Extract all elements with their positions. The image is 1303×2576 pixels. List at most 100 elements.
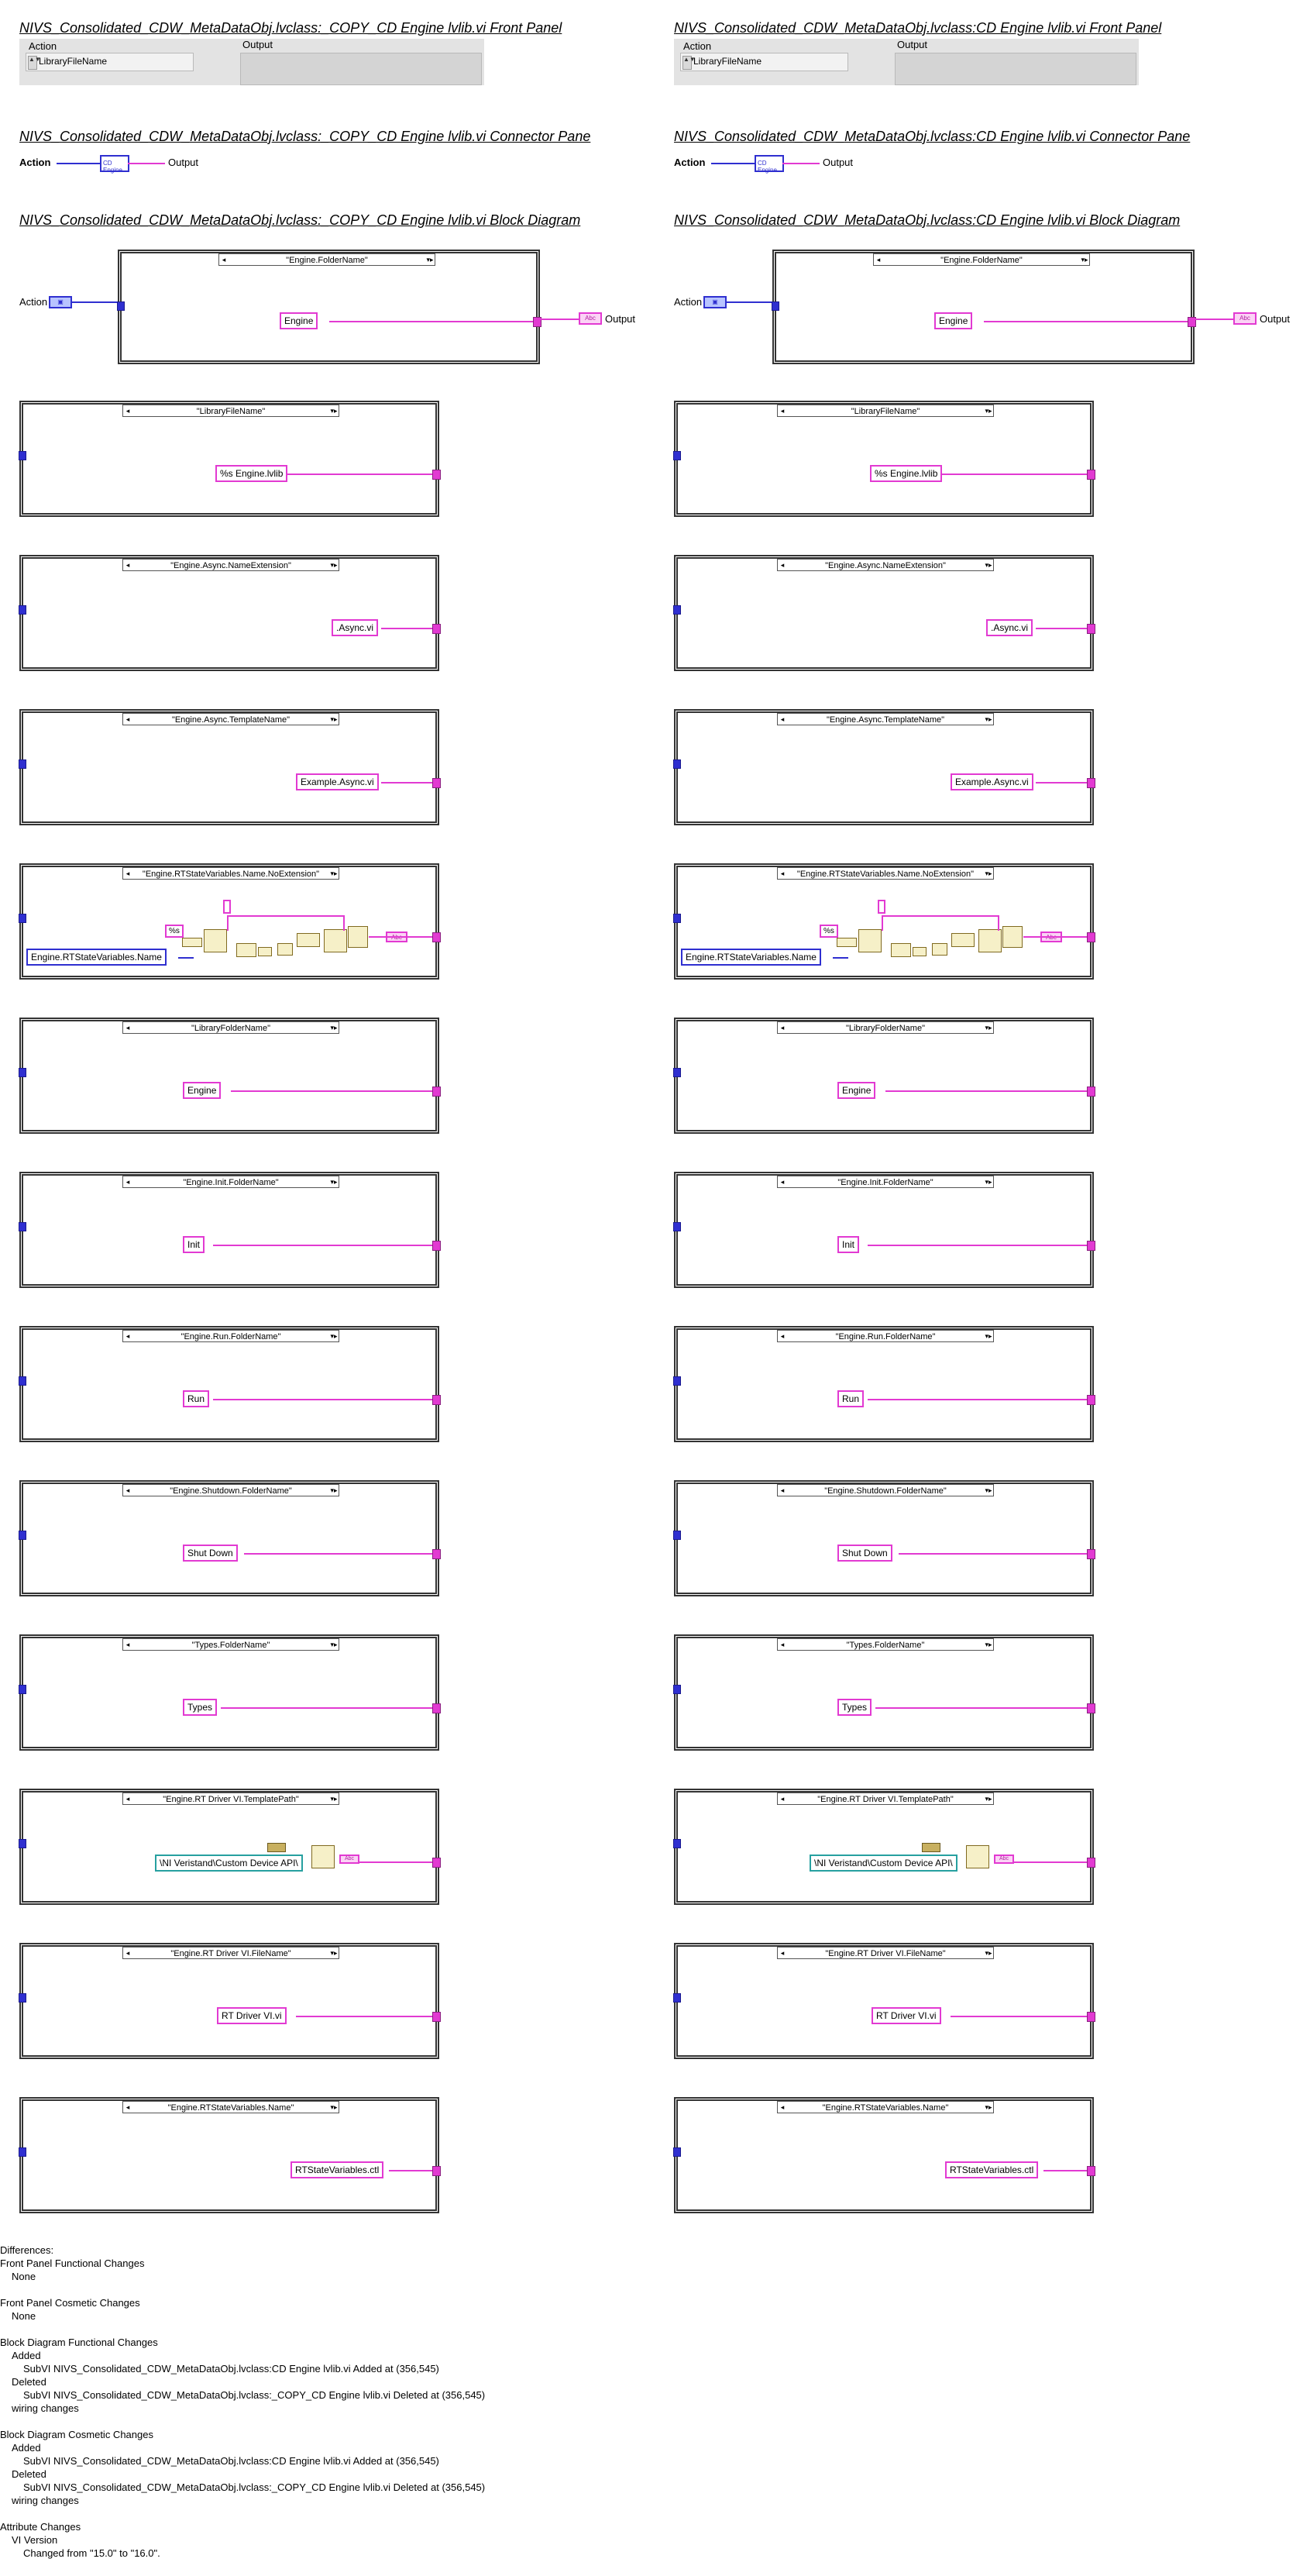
- string-constant[interactable]: Engine: [280, 312, 318, 329]
- string-constant[interactable]: Init: [837, 1236, 860, 1253]
- case-structure[interactable]: ◂"Engine.Async.TemplateName"▾▸ Example.A…: [19, 709, 441, 825]
- string-constant[interactable]: .Async.vi: [332, 619, 379, 636]
- case-prev-icon[interactable]: ◂: [780, 561, 785, 569]
- case-prev-icon[interactable]: ◂: [222, 256, 226, 263]
- case-next-icon[interactable]: ▾▸: [330, 715, 338, 723]
- select-node[interactable]: [348, 926, 368, 948]
- case-next-icon[interactable]: ▾▸: [985, 1949, 992, 1957]
- case-structure[interactable]: ◂"Types.FolderName"▾▸ Types: [19, 1634, 441, 1751]
- case-next-icon[interactable]: ▾▸: [985, 715, 992, 723]
- case-structure[interactable]: ◂ "Engine.FolderName" ▾▸ Engine: [117, 250, 541, 364]
- case-selector[interactable]: ◂"LibraryFolderName"▾▸: [777, 1021, 994, 1034]
- bd-cosmetic-added-item[interactable]: SubVI NIVS_Consolidated_CDW_MetaDataObj.…: [23, 2455, 439, 2467]
- case-selector[interactable]: ◂"Types.FolderName"▾▸: [777, 1638, 994, 1651]
- case-next-icon[interactable]: ▾▸: [985, 1795, 992, 1803]
- case-next-icon[interactable]: ▾▸: [985, 561, 992, 569]
- case-next-icon[interactable]: ▾▸: [330, 870, 338, 877]
- case-structure[interactable]: ◂"LibraryFileName"▾▸ %s Engine.lvlib: [19, 401, 441, 517]
- case-structure[interactable]: ◂"Engine.RT Driver VI.FileName"▾▸ RT Dri…: [673, 1943, 1095, 2059]
- subvi-node[interactable]: [324, 929, 347, 952]
- compare-node[interactable]: [277, 943, 293, 956]
- case-next-icon[interactable]: ▾▸: [985, 1178, 992, 1186]
- case-prev-icon[interactable]: ◂: [125, 1332, 130, 1340]
- select-node[interactable]: [1002, 926, 1023, 948]
- case-structure[interactable]: ◂"Types.FolderName"▾▸ Types: [673, 1634, 1095, 1751]
- subvi-node[interactable]: [236, 943, 256, 957]
- case-selector[interactable]: ◂"LibraryFileName"▾▸: [122, 405, 339, 417]
- subvi-node[interactable]: [913, 947, 927, 956]
- case-prev-icon[interactable]: ◂: [125, 1641, 130, 1648]
- case-selector[interactable]: ◂"Engine.Run.FolderName"▾▸: [777, 1330, 994, 1342]
- case-prev-icon[interactable]: ◂: [780, 1024, 785, 1031]
- case-prev-icon[interactable]: ◂: [125, 715, 130, 723]
- subvi-node[interactable]: [297, 933, 320, 947]
- action-enum-control[interactable]: ▲▼ LibraryFileName: [26, 53, 194, 71]
- case-prev-icon[interactable]: ◂: [125, 1486, 130, 1494]
- case-structure[interactable]: ◂"Engine.Shutdown.FolderName"▾▸ Shut Dow…: [19, 1480, 441, 1596]
- case-prev-icon[interactable]: ◂: [780, 1332, 785, 1340]
- app-dir-node[interactable]: [267, 1843, 286, 1852]
- path-to-string-indicator[interactable]: Abc: [994, 1855, 1014, 1864]
- output-string-indicator[interactable]: [895, 53, 1136, 85]
- string-constant[interactable]: Example.Async.vi: [296, 773, 379, 790]
- case-prev-icon[interactable]: ◂: [780, 870, 785, 877]
- case-prev-icon[interactable]: ◂: [125, 1949, 130, 1957]
- string-constant[interactable]: Engine: [183, 1082, 222, 1099]
- bd-cosmetic-deleted-item[interactable]: SubVI NIVS_Consolidated_CDW_MetaDataObj.…: [23, 2481, 486, 2493]
- case-prev-icon[interactable]: ◂: [876, 256, 881, 263]
- action-terminal[interactable]: ▣: [703, 296, 727, 308]
- case-structure[interactable]: ◂"Engine.RT Driver VI.TemplatePath"▾▸ \N…: [19, 1789, 441, 1905]
- case-selector[interactable]: ◂"Engine.RTStateVariables.Name.NoExtensi…: [777, 867, 994, 880]
- case-selector[interactable]: ◂"Engine.Async.TemplateName"▾▸: [777, 713, 994, 725]
- case-prev-icon[interactable]: ◂: [780, 1641, 785, 1648]
- string-constant[interactable]: [878, 900, 885, 914]
- enum-increment-icon[interactable]: ▲▼: [28, 56, 41, 70]
- path-constant[interactable]: \NI Veristand\Custom Device API\: [155, 1855, 303, 1872]
- output-string-indicator[interactable]: [240, 53, 482, 85]
- case-structure[interactable]: ◂"Engine.Run.FolderName"▾▸ Run: [673, 1326, 1095, 1442]
- string-constant[interactable]: Types: [837, 1699, 872, 1716]
- case-selector[interactable]: ◂ "Engine.FolderName" ▾▸: [218, 253, 435, 266]
- case-selector[interactable]: ◂"Engine.RTStateVariables.Name"▾▸: [122, 2101, 339, 2113]
- case-structure[interactable]: ◂"LibraryFolderName"▾▸ Engine: [673, 1018, 1095, 1134]
- case-next-icon[interactable]: ▾▸: [330, 407, 338, 415]
- case-prev-icon[interactable]: ◂: [125, 561, 130, 569]
- string-constant[interactable]: RT Driver VI.vi: [872, 2007, 941, 2024]
- case-structure[interactable]: ◂"Engine.RT Driver VI.TemplatePath"▾▸ \N…: [673, 1789, 1095, 1905]
- case-selector[interactable]: ◂"Engine.Run.FolderName"▾▸: [122, 1330, 339, 1342]
- case-next-icon[interactable]: ▾▸: [985, 1024, 992, 1031]
- case-next-icon[interactable]: ▾▸: [330, 1178, 338, 1186]
- case-structure[interactable]: ◂"LibraryFolderName"▾▸ Engine: [19, 1018, 441, 1134]
- case-prev-icon[interactable]: ◂: [125, 1795, 130, 1803]
- app-dir-node[interactable]: [922, 1843, 940, 1852]
- case-structure[interactable]: ◂"Engine.RTStateVariables.Name.NoExtensi…: [19, 863, 441, 980]
- subvi-node[interactable]: [837, 938, 857, 947]
- string-constant[interactable]: Shut Down: [837, 1545, 892, 1562]
- case-selector[interactable]: ◂"Engine.Shutdown.FolderName"▾▸: [122, 1484, 339, 1496]
- vi-icon[interactable]: CD Engine: [100, 155, 129, 174]
- case-selector[interactable]: ◂"Engine.Async.TemplateName"▾▸: [122, 713, 339, 725]
- subvi-node[interactable]: [258, 947, 272, 956]
- enum-increment-icon[interactable]: ▲▼: [682, 56, 696, 70]
- path-constant[interactable]: \NI Veristand\Custom Device API\: [810, 1855, 957, 1872]
- case-structure[interactable]: ◂"Engine.RT Driver VI.FileName"▾▸ RT Dri…: [19, 1943, 441, 2059]
- case-structure[interactable]: ◂"Engine.Run.FolderName"▾▸ Run: [19, 1326, 441, 1442]
- case-next-icon[interactable]: ▾▸: [330, 1024, 338, 1031]
- case-prev-icon[interactable]: ◂: [125, 407, 130, 415]
- case-selector[interactable]: ◂"Engine.RT Driver VI.FileName"▾▸: [122, 1947, 339, 1959]
- output-terminal[interactable]: Abc: [579, 312, 602, 325]
- subvi-node[interactable]: [182, 938, 202, 947]
- case-selector[interactable]: ◂"Types.FolderName"▾▸: [122, 1638, 339, 1651]
- string-constant[interactable]: Engine: [934, 312, 973, 329]
- case-prev-icon[interactable]: ◂: [780, 1795, 785, 1803]
- string-constant[interactable]: %s Engine.lvlib: [215, 465, 288, 482]
- format-into-string-node[interactable]: [858, 929, 882, 952]
- vi-icon[interactable]: CD Engine: [755, 155, 784, 174]
- case-next-icon[interactable]: ▾▸: [330, 1486, 338, 1494]
- case-next-icon[interactable]: ▾▸: [985, 1332, 992, 1340]
- case-next-icon[interactable]: ▾▸: [1081, 256, 1088, 263]
- output-terminal[interactable]: Abc: [1233, 312, 1257, 325]
- action-terminal[interactable]: ▣: [49, 296, 72, 308]
- case-selector[interactable]: ◂"Engine.Init.FolderName"▾▸: [777, 1176, 994, 1188]
- case-structure[interactable]: ◂"Engine.Init.FolderName"▾▸ Init: [673, 1172, 1095, 1288]
